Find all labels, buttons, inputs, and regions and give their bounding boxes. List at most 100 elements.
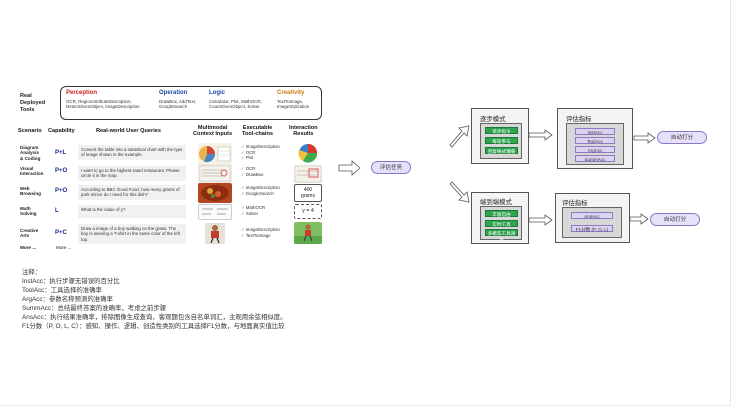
row-2-toolchain: ✓OCR ✓DrawBox [241, 166, 264, 177]
e2e-metrics-box: 评估指标 AnsAcc F1分数 (P, O, L) [555, 193, 630, 243]
row-4-query: What is the value of y? [78, 205, 186, 218]
row-3-tool-2: GoogleSearch [245, 190, 274, 196]
step-item-2: 每轮参与 [485, 137, 518, 144]
row-4-scenario: Math Solving [20, 206, 37, 217]
row-1-input-image [198, 143, 232, 165]
row-3-tool-1: ImageDescription [245, 185, 280, 190]
row-5-input-image [205, 223, 225, 244]
row-2-capability: P+O [55, 168, 68, 174]
row-4-tool-2: Solver [245, 210, 259, 216]
arrow-to-eval [338, 160, 361, 176]
row-3-input-image [198, 183, 232, 203]
header-inputs: Multimodal Context Inputs [193, 125, 233, 138]
category-creativity: Creativity [277, 90, 305, 96]
row-6-scenario: More ... [20, 245, 37, 250]
header-scenario: Scenario [18, 128, 42, 134]
note-argacc: ArgAcc：参数名称预测的准确率 [22, 296, 113, 303]
row-5-scenario: Creative Arts [20, 228, 39, 239]
row-6-capability: More ... [56, 245, 72, 250]
category-logic: Logic [209, 90, 225, 96]
row-5-query: Draw a image of a boy walking on the gra… [78, 224, 186, 245]
step-auto-score: 自动打分 [657, 131, 707, 144]
row-1-query: Convert the table into a statistical cha… [78, 145, 186, 160]
e2e-metrics-inner: AnsAcc F1分数 (P, O, L) [562, 207, 622, 238]
category-perception-desc: OCR, RegionAttributeDescription, DetectG… [66, 99, 140, 110]
metric-summacc: SummAcc [575, 155, 615, 162]
note-summacc: SummAcc：总结最终答案的准确率，考虑之前步骤 [22, 305, 167, 312]
row-1-result-pie [294, 142, 322, 164]
row-3-toolchain: ✓ImageDescription ✓GoogleSearch [241, 185, 280, 196]
arrow-e2e-to-metrics [528, 214, 553, 226]
metric-toolacc: ToolAcc [575, 137, 615, 144]
category-perception: Perception [66, 90, 98, 96]
notes-heading: 注释： [22, 269, 42, 276]
e2e-auto-score: 自动打分 [650, 213, 700, 226]
step-item-1: 单步指令 [485, 127, 518, 134]
tool-categories-box: Perception OCR, RegionAttributeDescripti… [60, 86, 322, 120]
row-4-tool-1: MathOCR [245, 205, 266, 210]
row-5-tool-2: TextToImage [245, 232, 271, 238]
arrow-step-to-metrics [528, 129, 553, 141]
e2e-item-2: 实时工具 [485, 220, 518, 227]
row-1-tool-3: Plot [245, 155, 254, 161]
arrow-to-e2e-mode [449, 181, 470, 203]
row-4-toolchain: ✓MathOCR ✓Solver [241, 205, 266, 216]
e2e-mode-inner: 丰富自由 实时工具 多模态工具调用 [480, 206, 522, 243]
tools-heading: Real Deployed Tools [20, 93, 46, 113]
metric-ansacc: AnsAcc [571, 212, 613, 219]
header-queries: Real-world User Queries [96, 128, 161, 134]
row-5-toolchain: ✓ImageDescription ✓TextToImage [241, 227, 280, 238]
row-1-tool-2: OCR [245, 149, 256, 155]
row-2-input-image [198, 164, 232, 183]
note-instacc: InstAcc：执行步骤无错误的百分比 [22, 278, 120, 285]
note-f1: F1分数（P, O, L, C）：感知、操作、逻辑、创造性类别的工具选择F1分数… [22, 323, 285, 330]
step-metrics-inner: InstAcc ToolAcc ArgAcc SummAcc [566, 123, 624, 165]
header-capability: Capability [48, 128, 75, 134]
step-metrics-box: 评估指标 InstAcc ToolAcc ArgAcc SummAcc [557, 108, 633, 169]
row-3-scenario: Web Browsing [20, 186, 41, 197]
category-operation: Operation [159, 90, 188, 96]
step-mode-inner: 单步指令 每轮参与 回复格式遵循 [480, 123, 522, 159]
e2e-metrics-title: 评估指标 [562, 200, 588, 207]
e2e-mode-title: 端到端模式 [480, 199, 512, 206]
row-2-scenario: Visual Interaction [20, 166, 44, 177]
eval-task-node: 评估任务 [371, 161, 411, 174]
row-1-capability: P+L [55, 150, 67, 156]
row-4-input-image [198, 204, 232, 220]
row-3-capability: P+O [55, 188, 68, 194]
row-2-tool-1: OCR [245, 166, 256, 171]
e2e-item-3: 多模态工具调用 [485, 229, 518, 243]
header-results: Interaction Results [289, 125, 318, 138]
row-2-query: I want to go to the highest-rated restau… [78, 166, 186, 181]
row-2-result-map [294, 165, 322, 183]
row-3-query: According to BBC Good Food, how many gra… [78, 185, 186, 200]
category-operation-desc: DrawBox, AddText, GoogleSearch [159, 99, 197, 110]
e2e-item-1: 丰富自由 [485, 210, 518, 217]
row-1-tool-1: ImageDescription [245, 144, 280, 149]
metric-argacc: ArgAcc [575, 146, 615, 153]
category-logic-desc: Calculator, Plot, MathOCR, CountGivenObj… [209, 99, 262, 110]
arrow-step-metrics-to-score [633, 132, 656, 144]
metric-f1: F1分数 (P, O, L) [571, 225, 613, 232]
row-4-result: y = 4 [294, 204, 322, 219]
category-creativity-desc: TextToImage, ImageStylization [277, 99, 310, 110]
row-2-tool-2: DrawBox [245, 171, 264, 177]
note-toolacc: ToolAcc：工具选择的准确率 [22, 287, 102, 294]
row-4-capability: L [55, 208, 59, 214]
row-1-scenario: Diagram Analysis & Coding [20, 145, 41, 161]
arrow-e2e-metrics-to-score [629, 213, 649, 225]
step-mode-box: 逐步模式 单步指令 每轮参与 回复格式遵循 [471, 108, 529, 164]
row-5-tool-1: ImageDescription [245, 227, 280, 232]
header-toolchains: Executable Tool-chains [242, 125, 273, 138]
step-item-3: 回复格式遵循 [485, 147, 518, 154]
arrow-to-step-mode [449, 125, 470, 148]
metric-instacc: InstAcc [575, 128, 615, 135]
notes-block: 注释： InstAcc：执行步骤无错误的百分比 ToolAcc：工具选择的准确率… [22, 268, 287, 331]
note-ansacc: AnsAcc：执行结果准确率，排除图像生成查询，客观题包含自名单词汇，主观用余弦… [22, 314, 287, 321]
e2e-mode-box: 端到端模式 丰富自由 实时工具 多模态工具调用 [471, 192, 529, 244]
row-1-toolchain: ✓ImageDescription ✓OCR ✓Plot [241, 144, 280, 161]
step-metrics-title: 评估指标 [566, 116, 592, 123]
row-3-result: 400 grams [294, 184, 322, 202]
